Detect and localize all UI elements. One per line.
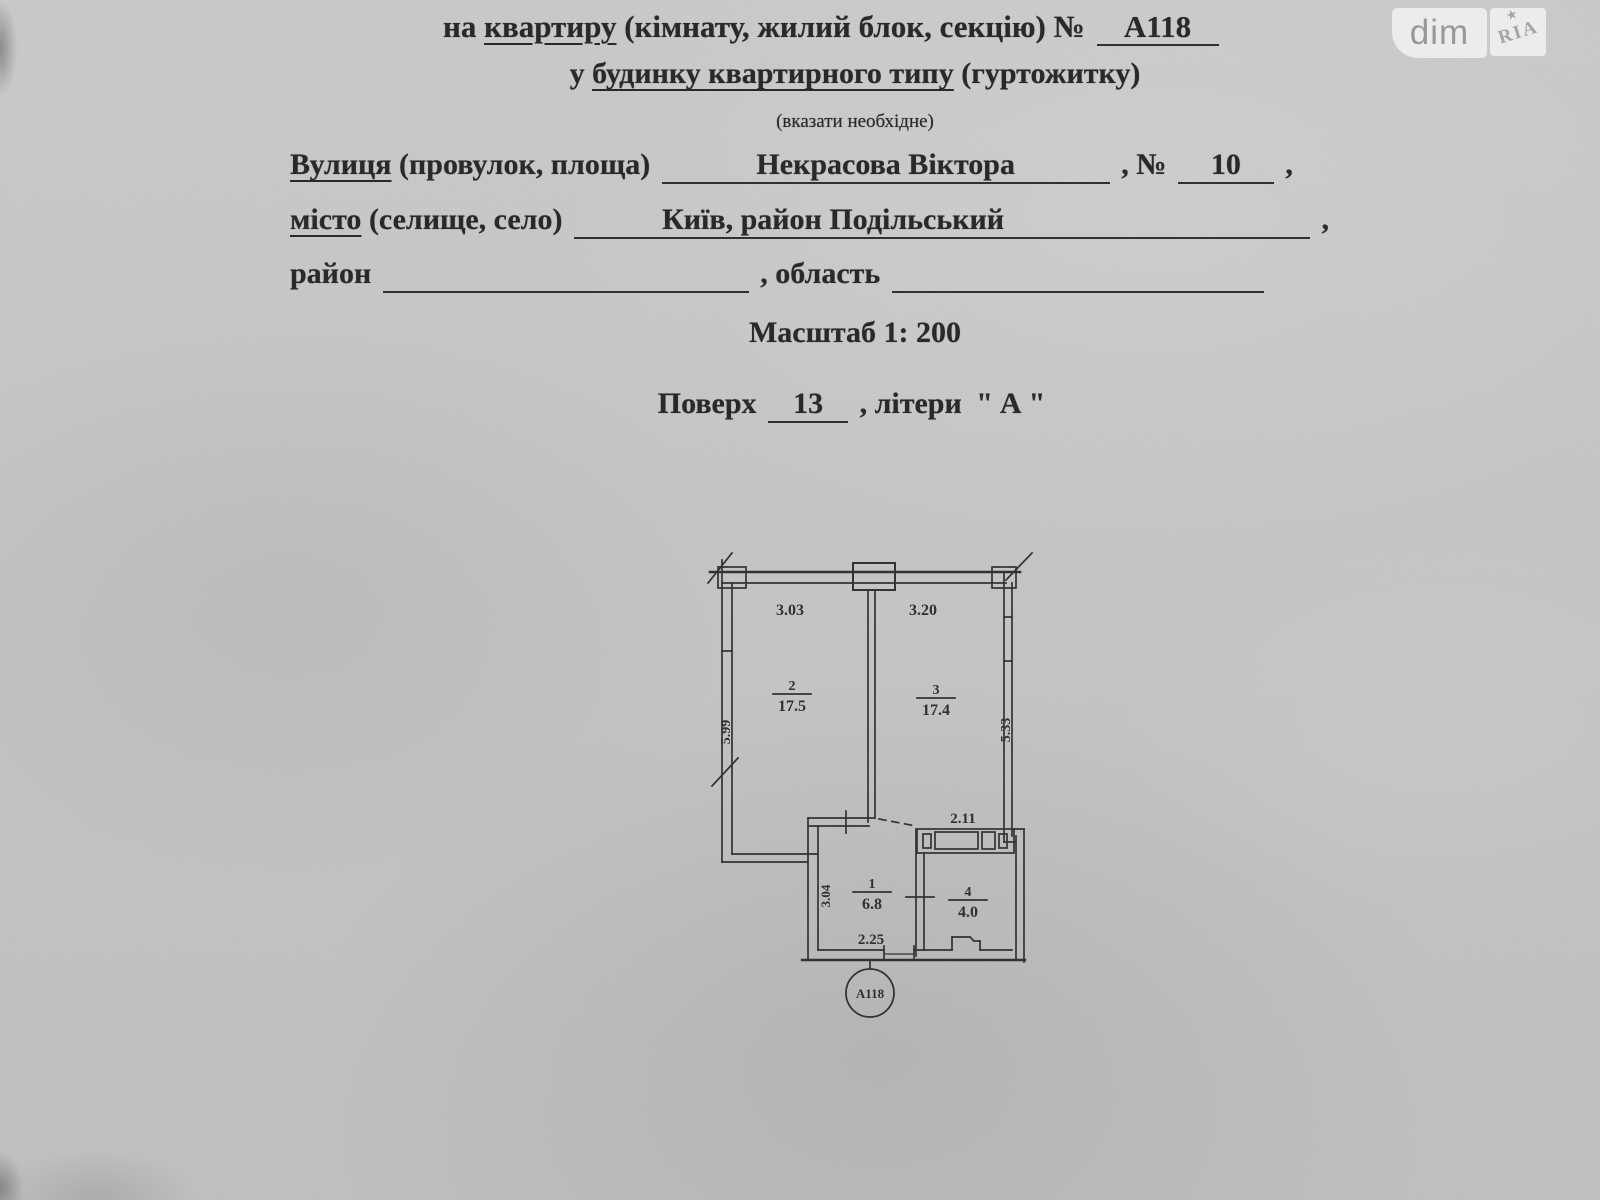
street-number-value: 10 <box>1210 148 1241 181</box>
room-3-number: 3 <box>933 683 940 698</box>
center-pier <box>852 562 896 591</box>
street-value: Некрасова Віктора <box>756 148 1015 181</box>
street-label-underlined: Вулиця <box>290 148 392 181</box>
city-value: Київ, район Подільський <box>662 203 1005 236</box>
form-note-specify: (вказати необхідне) <box>200 103 1510 141</box>
form-line-floor: Поверх 13 , літери "А" <box>200 385 1510 423</box>
ria-logo: ★ RIA <box>1490 8 1546 56</box>
line2-rest: (гуртожитку) <box>953 57 1141 90</box>
line1-underlined-word: квартиру <box>484 9 617 44</box>
street-value-field: Некрасова Віктора <box>661 146 1110 184</box>
city-label-rest: (селище, село) <box>361 203 563 236</box>
dimension-slash <box>710 756 740 788</box>
form-line-city: місто (селище, село) Київ, район Подільс… <box>290 201 1329 239</box>
room-2-number: 2 <box>789 679 796 694</box>
dim-left-wall: 5.99 <box>719 720 734 745</box>
street-number-label: , № <box>1121 148 1167 181</box>
room-1-number: 1 <box>869 877 876 892</box>
floor-plan-labels: 3.03 3.20 5.99 5.33 3.04 2.11 2.25 2 17.… <box>719 602 1014 1001</box>
dim-top-right: 3.20 <box>909 602 937 619</box>
bathroom-door-recess <box>951 935 1013 951</box>
scale-text: Масштаб 1: 200 <box>748 316 962 349</box>
oblast-value-field <box>891 255 1264 293</box>
apartment-number-value: А118 <box>1123 9 1192 44</box>
dim-ria-watermark: dim ★ RIA <box>1392 8 1546 58</box>
form-line-district-oblast: район , область <box>290 255 1268 293</box>
line2-prefix: у <box>569 57 593 90</box>
floor-value: 13 <box>793 387 824 420</box>
floor-value-field: 13 <box>768 385 849 423</box>
opening-dashed-line <box>878 818 917 827</box>
room-2-area: 17.5 <box>778 698 806 715</box>
note-text: (вказати необхідне) <box>776 111 934 132</box>
line1-prefix: на <box>443 9 485 44</box>
apartment-badge-text: А118 <box>856 986 885 1001</box>
city-value-field: Київ, район Подільський <box>574 201 1311 239</box>
floor-plan-drawing: 3.03 3.20 5.99 5.33 3.04 2.11 2.25 2 17.… <box>706 551 1034 1018</box>
district-label: район <box>290 257 372 290</box>
line2-underlined-phrase: будинку квартирного типу <box>592 57 954 90</box>
letters-close-quote: " <box>1028 387 1046 420</box>
form-line-scale: Масштаб 1: 200 <box>200 314 1510 352</box>
dim-logo-text: dim <box>1409 13 1470 52</box>
apartment-number-field: А118 <box>1096 8 1219 46</box>
room-4-number: 4 <box>965 885 972 900</box>
letters-label: , літери <box>859 387 962 420</box>
dim-top-left: 3.03 <box>776 602 804 619</box>
ria-logo-text: RIA <box>1495 16 1541 49</box>
street-label-rest: (провулок, площа) <box>391 148 651 181</box>
room-3-area: 17.4 <box>922 702 950 719</box>
letters-open-quote: " <box>976 387 993 420</box>
dim-right-wall: 5.33 <box>999 718 1014 743</box>
form-line-apartment: на квартиру (кімнату, жилий блок, секцію… <box>443 8 1223 46</box>
form-line-building-type: у будинку квартирного типу (гуртожитку) <box>200 55 1510 93</box>
dim-logo: dim <box>1392 8 1487 58</box>
dim-entry: 2.25 <box>858 932 884 948</box>
dim-hallway: 3.04 <box>818 884 833 907</box>
form-line-street: Вулиця (провулок, площа) Некрасова Вікто… <box>290 146 1293 184</box>
dim-closet: 2.11 <box>950 811 975 827</box>
street-line-tail: , <box>1285 148 1293 181</box>
city-label-underlined: місто <box>290 203 362 236</box>
city-line-tail: , <box>1321 203 1330 236</box>
room-1-area: 6.8 <box>862 896 882 913</box>
room-4-area: 4.0 <box>958 904 978 921</box>
floor-label: Поверх <box>657 387 757 420</box>
street-number-field: 10 <box>1177 146 1274 184</box>
district-value-field <box>382 255 749 293</box>
line1-rest: (кімнату, жилий блок, секцію) № <box>616 9 1085 44</box>
dimension-slash <box>706 551 734 585</box>
letters-value: А <box>999 387 1022 420</box>
oblast-label: , область <box>760 257 881 290</box>
built-in-closet <box>916 828 1015 854</box>
